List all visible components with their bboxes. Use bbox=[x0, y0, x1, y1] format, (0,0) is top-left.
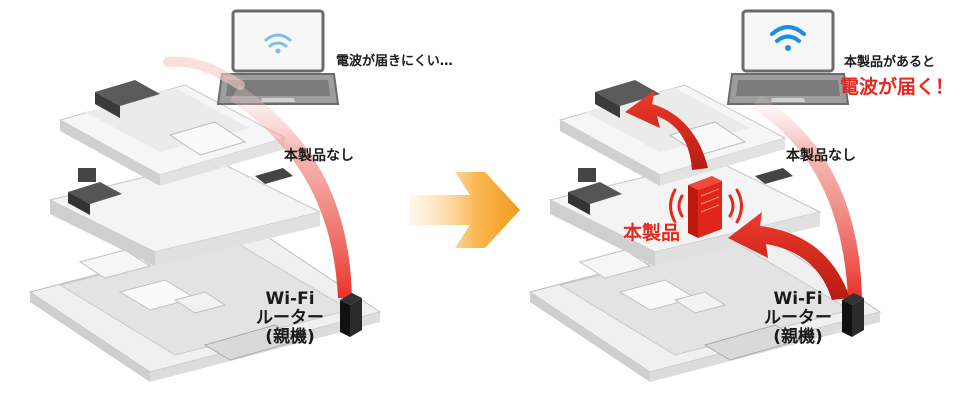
repeater-icon bbox=[688, 176, 722, 238]
monitor-icon bbox=[78, 168, 96, 182]
router-label-line: ルーター bbox=[764, 308, 832, 328]
red-arrow-icon bbox=[728, 212, 850, 300]
ground-floor-right bbox=[528, 231, 882, 382]
router-label-line: ルーター bbox=[256, 308, 324, 328]
middle-floor bbox=[48, 159, 322, 266]
left-no-product-label: 本製品なし bbox=[284, 148, 354, 164]
signal-waves-icon bbox=[669, 188, 743, 224]
left-scene bbox=[28, 9, 382, 382]
router-icon bbox=[340, 293, 362, 337]
right-router-label: Wi-Fi ルーター (親機) bbox=[760, 290, 836, 347]
transition-arrow-icon bbox=[410, 172, 520, 248]
router-icon-right bbox=[842, 293, 864, 337]
right-no-product-label: 本製品なし bbox=[786, 148, 856, 164]
product-label: 本製品 bbox=[623, 222, 681, 244]
laptop-icon bbox=[216, 9, 340, 105]
right-laptop-caption-line1: 本製品があると bbox=[844, 55, 936, 70]
right-scene bbox=[528, 9, 882, 382]
left-laptop-caption: 電波が届きにくい… bbox=[336, 54, 453, 69]
left-router-label: Wi-Fi ルーター (親機) bbox=[252, 290, 328, 347]
router-label-line: (親機) bbox=[265, 327, 315, 347]
right-laptop-caption-line2: 電波が届く！ bbox=[840, 76, 955, 98]
top-floor bbox=[58, 80, 287, 186]
router-label-line: Wi-Fi bbox=[773, 289, 823, 309]
ground-floor bbox=[28, 231, 382, 382]
wifi-icon bbox=[264, 33, 292, 54]
signal-arc-icon bbox=[230, 85, 352, 298]
red-arrow-icon-up bbox=[625, 90, 708, 170]
router-label-line: Wi-Fi bbox=[265, 289, 315, 309]
signal-arc-icon-right bbox=[752, 95, 862, 298]
wifi-icon-right bbox=[770, 25, 806, 51]
router-label-line: (親機) bbox=[773, 327, 823, 347]
laptop-icon-right bbox=[726, 9, 850, 105]
